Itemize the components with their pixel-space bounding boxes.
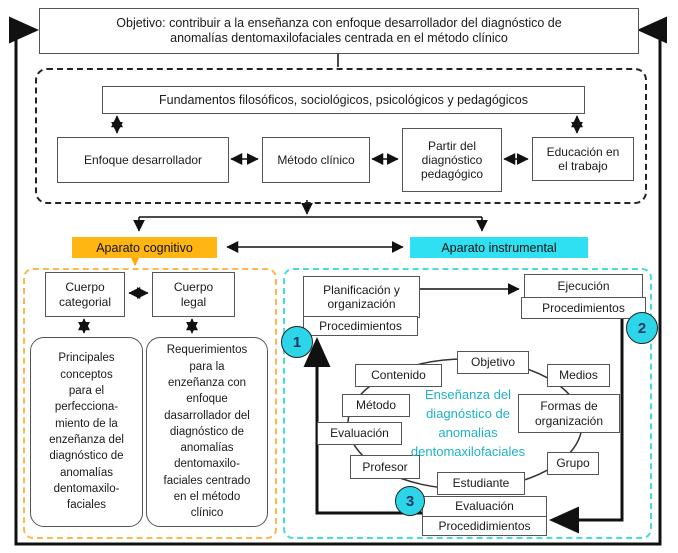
- loop-node-profesor: Profesor: [350, 455, 420, 479]
- step-3-badge: 3: [395, 486, 425, 516]
- loop-node-estudiante: Estudiante: [437, 472, 525, 495]
- loop-node-grupo: Grupo: [547, 452, 599, 475]
- evaluacion-final-box: Evaluación Procedidimientos: [422, 496, 547, 536]
- loop-center-text: Enseñanza del diagnóstico de anomalias d…: [410, 387, 526, 459]
- step-1-badge: 1: [281, 326, 313, 358]
- instrumental-panel: [283, 268, 652, 539]
- loop-node-medios: Medios: [547, 364, 610, 387]
- ejecucion-procedimientos-box: Procedimientos: [521, 297, 646, 319]
- cognitive-panel: [23, 268, 277, 539]
- educacion-trabajo-box: Educación en el trabajo: [532, 137, 634, 181]
- ejecucion-box: Ejecución: [524, 274, 643, 299]
- foundations-group: [35, 68, 647, 204]
- planificacion-box: Planificación y organización: [303, 276, 420, 318]
- principales-conceptos-box: Principales conceptos para el perfeccion…: [30, 337, 143, 527]
- loop-node-evaluacion: Evaluación: [317, 422, 402, 445]
- ejecucion-to-evaluacion-arrow: [549, 317, 624, 534]
- metodo-clinico-box: Método clínico: [262, 137, 370, 183]
- evaluacion-final-label: Evaluación: [423, 497, 546, 517]
- loop-node-metodo: Método: [342, 394, 410, 417]
- evaluacion-to-planificacion-arrow: [303, 337, 422, 515]
- step-2-badge: 2: [626, 312, 658, 344]
- cuerpo-categorial-box: Cuerpo categorial: [45, 272, 125, 317]
- aparato-instrumental-label: Aparato instrumental: [410, 237, 588, 258]
- evaluacion-procedimientos-label: Procedidimientos: [438, 518, 531, 533]
- aparato-cognitivo-label: Aparato cognitivo: [72, 237, 217, 258]
- partir-diagnostico-box: Partir del diagnóstico pedagógico: [402, 128, 502, 192]
- loop-node-formas-organizacion: Formas de organización: [518, 394, 620, 433]
- loop-node-contenido: Contenido: [355, 364, 442, 387]
- planificacion-procedimientos-box: Procedimientos: [303, 316, 418, 336]
- requerimientos-box: Requerimientos para la enzeñanza con enf…: [146, 337, 268, 527]
- outer-feedback-loop: [8, 16, 667, 546]
- enfoque-desarrollador-box: Enfoque desarrollador: [57, 137, 229, 183]
- cuerpo-legal-box: Cuerpo legal: [152, 272, 235, 317]
- foundations-box: Fundamentos filosóficos, sociológicos, p…: [102, 86, 585, 114]
- objective-box: Objetivo: contribuir a la enseñanza con …: [39, 8, 639, 54]
- loop-node-objetivo: Objetivo: [457, 351, 529, 374]
